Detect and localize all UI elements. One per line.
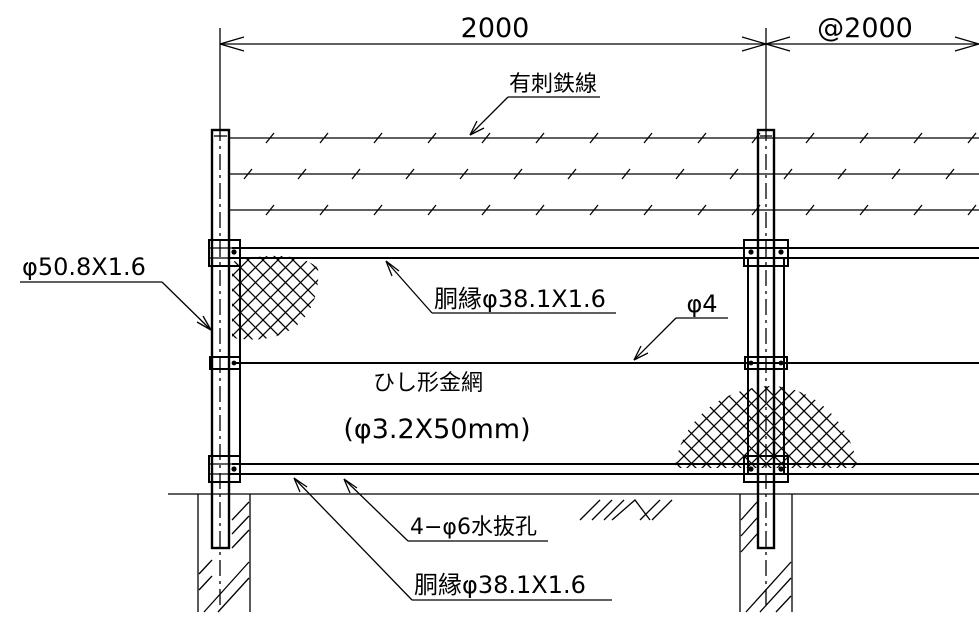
left-post xyxy=(208,128,241,550)
ground-hatch xyxy=(579,499,673,521)
lower-rail xyxy=(232,463,979,475)
barbed-wire-2 xyxy=(229,168,979,180)
mesh-name-label: ひし形金網 xyxy=(373,371,483,396)
upper-rail-leader xyxy=(385,260,616,314)
drain-holes-label: 4−φ6水抜孔 xyxy=(410,515,537,540)
tension-wire-leader xyxy=(633,317,728,361)
post-label: φ50.8X1.6 xyxy=(22,253,146,281)
barbed-wire-1 xyxy=(229,132,979,144)
dimension-line xyxy=(219,28,979,125)
barbed-wire-leader xyxy=(469,96,600,136)
post-leader xyxy=(20,281,212,331)
drain-holes-leader xyxy=(343,478,548,542)
lower-rail-label: 胴縁φ38.1X1.6 xyxy=(414,571,586,599)
right-post xyxy=(743,128,789,550)
lower-rail-leader xyxy=(293,477,612,601)
mesh-patch-right xyxy=(675,386,858,468)
barbed-wire-3 xyxy=(229,204,979,216)
left-foundation xyxy=(197,494,251,613)
barbed-wire-label: 有刺鉄線 xyxy=(509,72,597,97)
tension-wire-label: φ4 xyxy=(686,290,717,318)
pitch-dimension: @2000 xyxy=(817,13,913,44)
upper-rail xyxy=(232,247,979,259)
right-foundation xyxy=(739,494,793,613)
span-dimension: 2000 xyxy=(461,13,530,44)
mesh-spec-label: (φ3.2X50mm) xyxy=(343,414,530,445)
upper-rail-label: 胴縁φ38.1X1.6 xyxy=(434,285,606,313)
